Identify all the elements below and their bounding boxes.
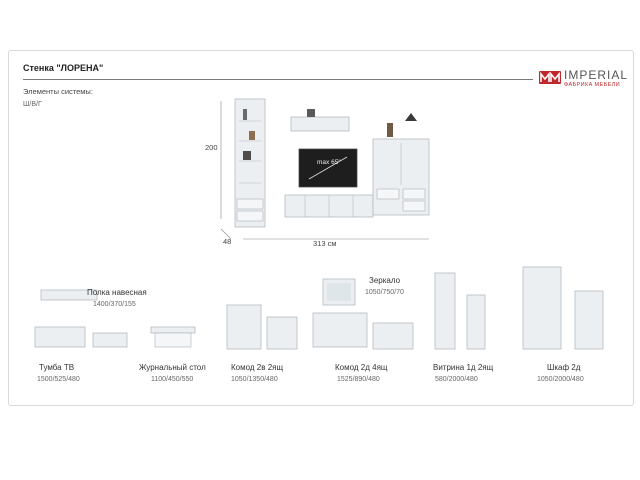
dresser-2d-2dr-image [226,304,298,350]
tv-stand-image [34,326,128,348]
wardrobe-image [522,266,604,350]
dims-header: Ш/В/Г [23,101,42,108]
item-name: Витрина 1д 2ящ [433,363,494,372]
item-name: Комод 2д 4ящ [335,363,388,372]
dresser-2d-4dr-image [312,312,414,350]
brand-tagline: ФАБРИКА МЕБЕЛИ [564,82,621,88]
brand-name: IMPERIAL [564,68,629,82]
mirror-image [322,278,356,306]
depth-mark: 48 [223,237,232,246]
section-label: Элементы системы: [23,87,93,96]
brand-mark-icon [539,71,561,84]
item-dims: 1400/370/155 [93,301,136,308]
item-dims: 1500/525/480 [37,376,80,383]
item-name: Зеркало [369,276,401,285]
showcase-image [434,272,486,350]
wall-composition-illustration [220,98,430,240]
tv-size-mark: max 65" [317,159,341,166]
item-dims: 1050/2000/480 [537,376,584,383]
mm-logo-icon [540,71,560,82]
item-dims: 1100/450/550 [151,376,194,383]
item-dims: 580/2000/480 [435,376,478,383]
item-name: Журнальный стол [139,363,206,372]
item-dims: 1525/890/480 [337,376,380,383]
title-divider [23,79,533,80]
width-mark: 313 см [313,239,337,248]
height-mark: 200 [205,143,218,152]
item-dims: 1050/1350/480 [231,376,278,383]
item-dims: 1050/750/70 [365,289,404,296]
item-name: Комод 2в 2ящ [231,363,284,372]
brand-logo: IMPERIAL ФАБРИКА МЕБЕЛИ [539,65,629,91]
page-title: Стенка "ЛОРЕНА" [23,63,104,73]
item-name: Шкаф 2д [547,363,581,372]
item-name: Тумба ТВ [39,363,75,372]
catalog-sheet: Стенка "ЛОРЕНА" IMPERIAL ФАБРИКА МЕБЕЛИ … [8,50,634,406]
coffee-table-image [150,326,196,348]
item-name: Полка навесная [87,288,147,297]
wall-shelf-image [40,289,98,301]
